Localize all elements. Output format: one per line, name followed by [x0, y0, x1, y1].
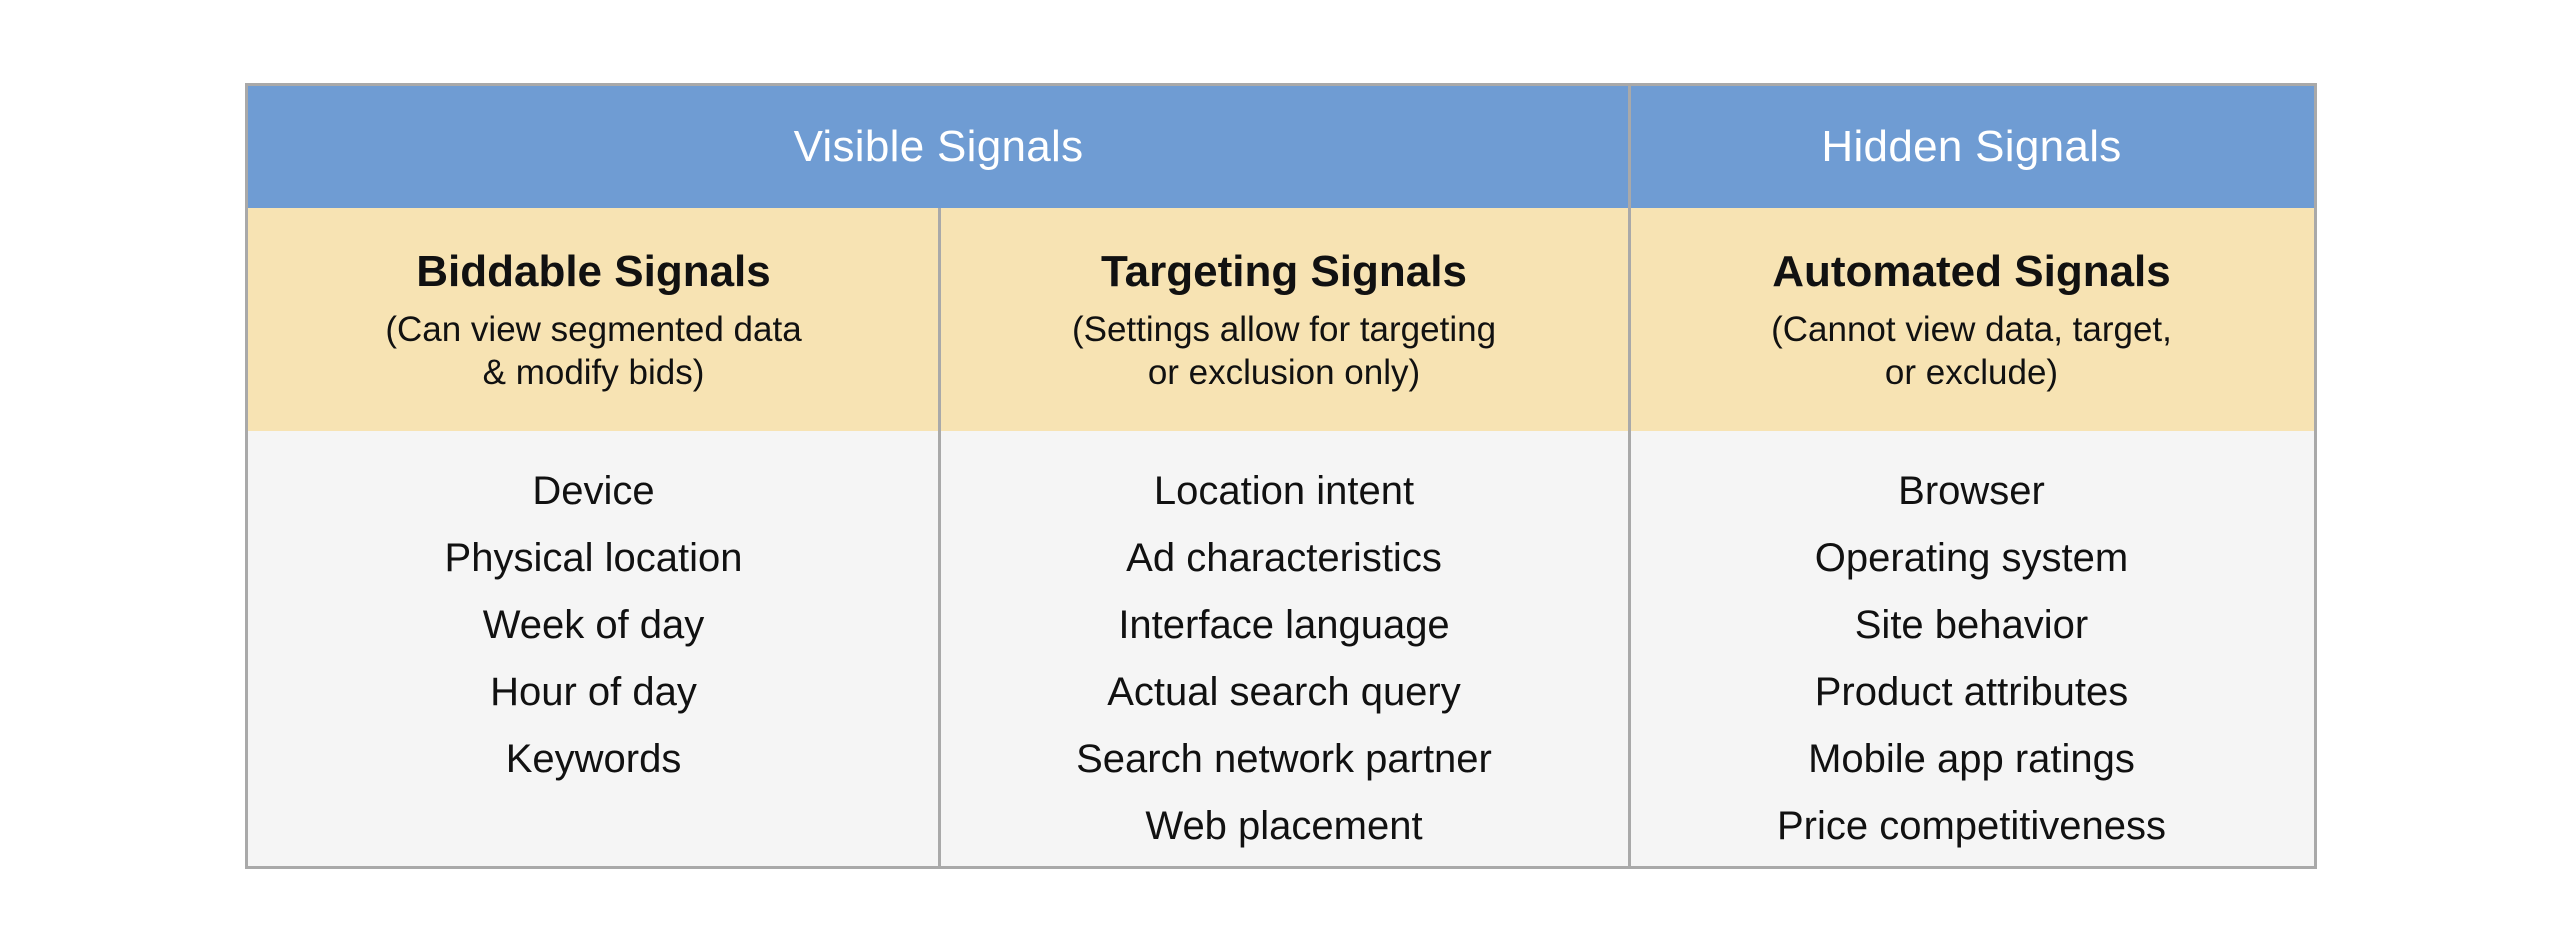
- list-item: Browser: [1898, 469, 2045, 513]
- list-item: Price competitiveness: [1776, 804, 2167, 848]
- list-item: Week of day: [482, 603, 705, 647]
- visible-signals-header: Visible Signals: [248, 86, 1629, 208]
- automated-signals-list: Browser Operating system Site behavior P…: [1629, 431, 2314, 866]
- targeting-signals-title: Targeting Signals: [1101, 247, 1467, 296]
- targeting-signals-subheader: Targeting Signals (Settings allow for ta…: [939, 208, 1629, 431]
- hidden-signals-header: Hidden Signals: [1629, 86, 2314, 208]
- list-item: Device: [532, 469, 655, 513]
- signals-table: Visible Signals Hidden Signals Biddable …: [245, 83, 2317, 869]
- list-item: Operating system: [1814, 536, 2129, 580]
- list-item: Site behavior: [1854, 603, 2089, 647]
- automated-signals-subheader: Automated Signals (Cannot view data, tar…: [1629, 208, 2314, 431]
- list-item: Search network partner: [1076, 737, 1492, 781]
- list-item: Web placement: [1145, 804, 1423, 848]
- column-divider: [938, 208, 941, 866]
- list-item: Interface language: [1118, 603, 1450, 647]
- list-item: Mobile app ratings: [1808, 737, 2135, 781]
- biddable-signals-list: Device Physical location Week of day Hou…: [248, 431, 939, 866]
- column-divider: [1628, 86, 1631, 866]
- list-item: Ad characteristics: [1126, 536, 1442, 580]
- automated-signals-title: Automated Signals: [1772, 247, 2171, 296]
- list-item: Product attributes: [1814, 670, 2129, 714]
- biddable-signals-title: Biddable Signals: [416, 247, 771, 296]
- targeting-signals-note: (Settings allow for targeting or exclusi…: [1071, 310, 1497, 392]
- targeting-signals-list: Location intent Ad characteristics Inter…: [939, 431, 1629, 866]
- automated-signals-note: (Cannot view data, target, or exclude): [1771, 310, 2172, 392]
- list-item: Location intent: [1153, 469, 1415, 513]
- list-item: Hour of day: [490, 670, 697, 714]
- list-item: Actual search query: [1107, 670, 1461, 714]
- list-item: Keywords: [505, 737, 682, 781]
- biddable-signals-note: (Can view segmented data & modify bids): [385, 310, 802, 392]
- list-item: Physical location: [444, 536, 743, 580]
- biddable-signals-subheader: Biddable Signals (Can view segmented dat…: [248, 208, 939, 431]
